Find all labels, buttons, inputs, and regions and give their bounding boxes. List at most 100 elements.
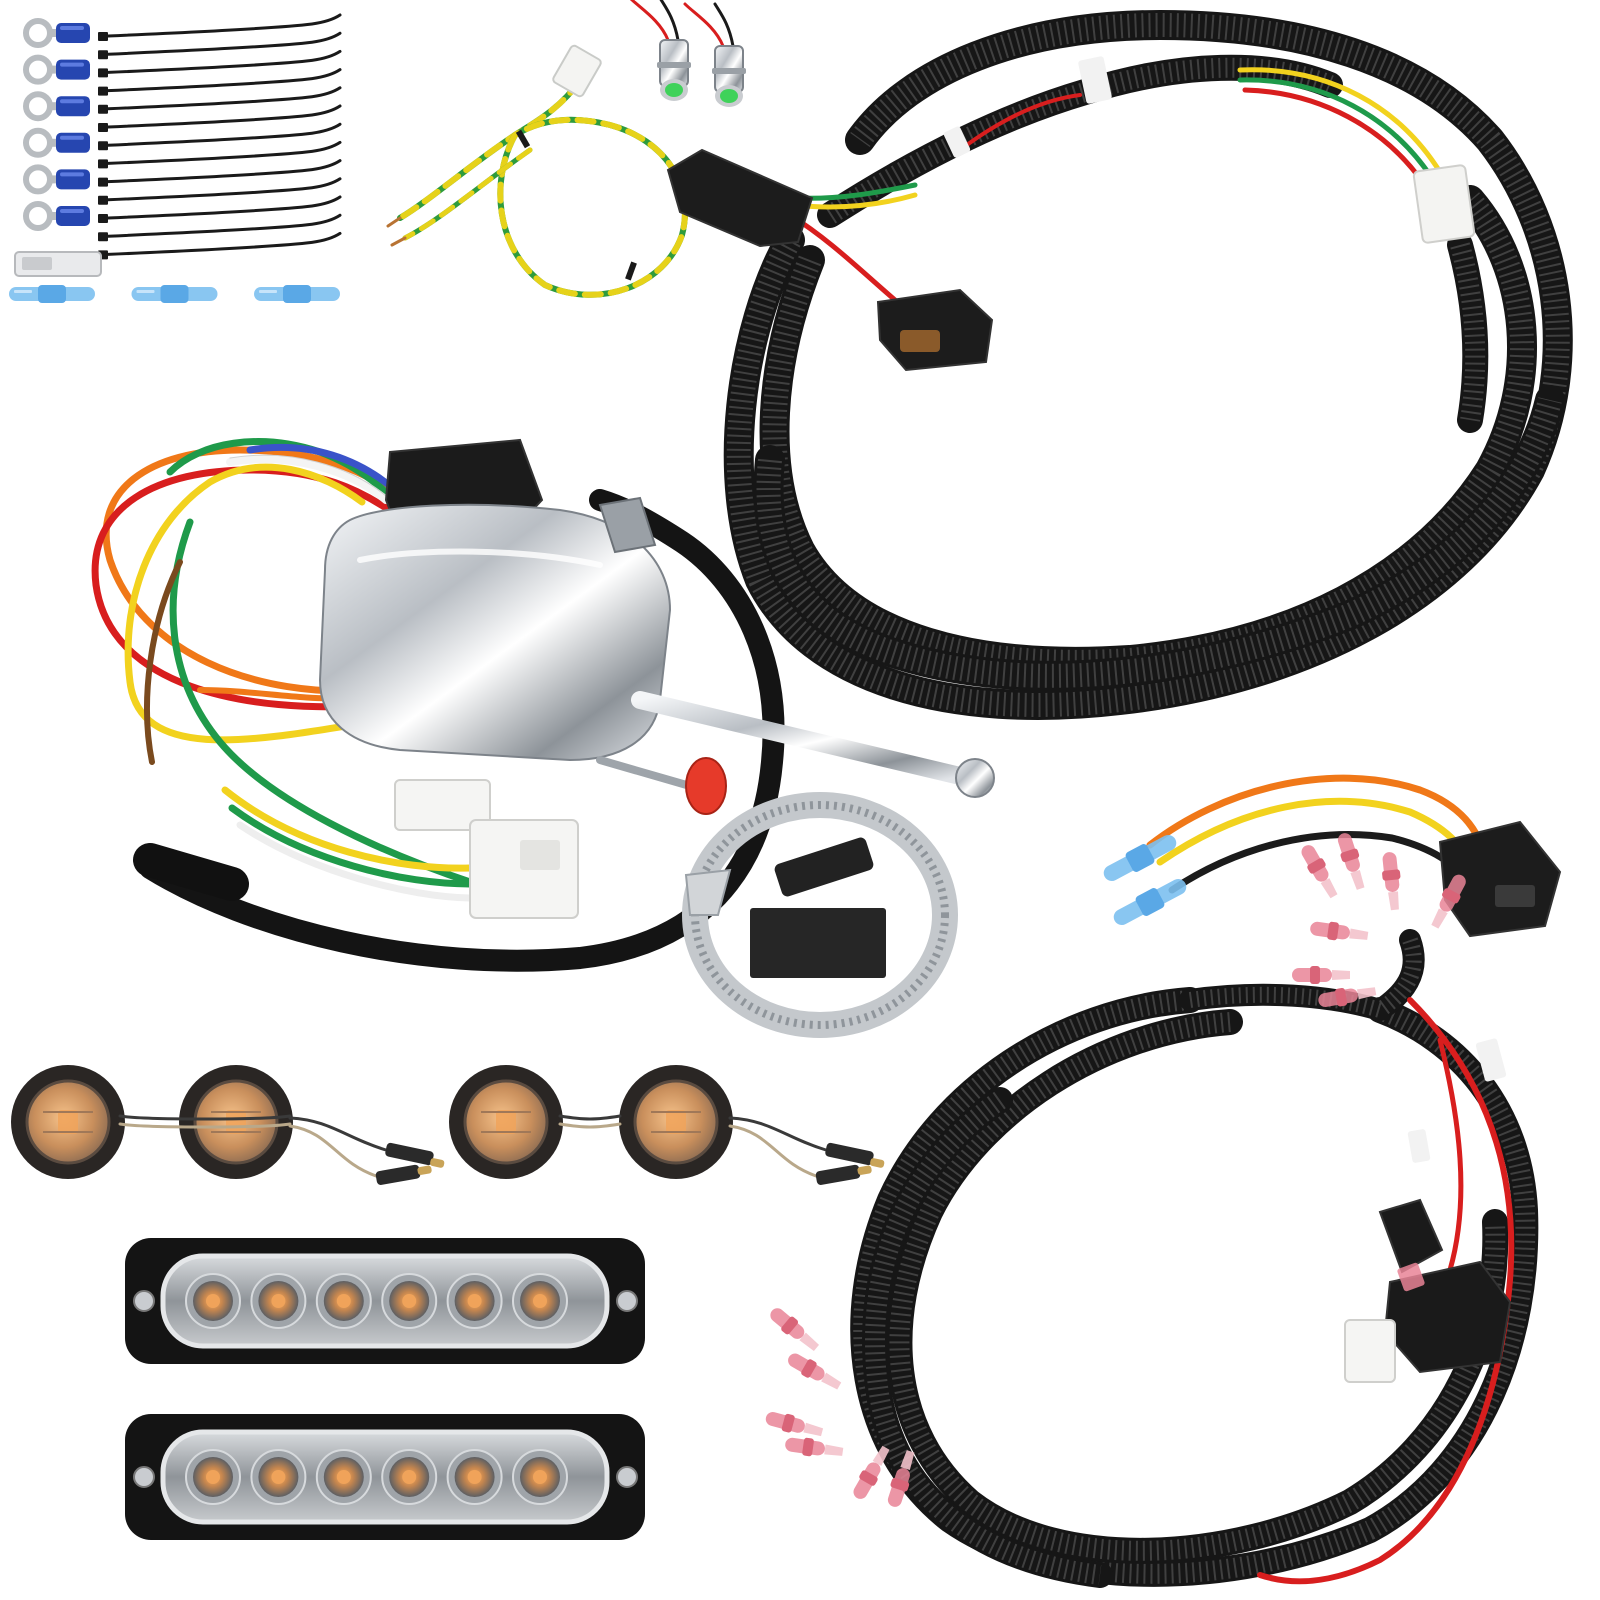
spade-terminal-collar bbox=[890, 1477, 910, 1492]
ring-terminal-set bbox=[23, 18, 90, 231]
butt-connector-highlight bbox=[259, 290, 277, 293]
spade-terminal-blade bbox=[824, 1444, 844, 1456]
zip-tie bbox=[98, 177, 342, 205]
pink-spade-terminal bbox=[1301, 845, 1338, 899]
bullet-connector-insulator bbox=[375, 1164, 421, 1185]
switch-wire-white bbox=[226, 455, 390, 504]
zip-tie bbox=[98, 195, 342, 223]
rear-harness-white-tape bbox=[1475, 1038, 1507, 1082]
spade-terminal-blade bbox=[803, 1422, 824, 1437]
loom-ribbing bbox=[865, 1091, 1102, 1585]
zip-tie-strap bbox=[106, 231, 342, 256]
zip-tie bbox=[98, 86, 342, 114]
switch-lever-ball-end bbox=[955, 758, 995, 798]
ground-wire-tie bbox=[515, 129, 531, 149]
led-chip bbox=[533, 1470, 547, 1484]
zip-tie-strap bbox=[106, 122, 342, 147]
pink-spade-terminal bbox=[1310, 921, 1369, 941]
spade-terminal-collar bbox=[802, 1437, 814, 1457]
spade-terminal-collar bbox=[781, 1413, 795, 1433]
pink-spade-terminal bbox=[770, 1308, 820, 1352]
bullet-connector-pin bbox=[870, 1158, 885, 1168]
led-bar-screw bbox=[133, 1466, 155, 1488]
marker-light-led bbox=[496, 1110, 516, 1134]
ring-terminal bbox=[23, 201, 90, 231]
butt-connector bbox=[9, 285, 95, 303]
pink-spade-terminal bbox=[788, 1353, 842, 1390]
ring-terminal-eyelet bbox=[23, 201, 53, 231]
led-chip bbox=[271, 1294, 286, 1308]
marker-light-reflector-lines bbox=[651, 1111, 701, 1133]
rear-harness-white-tape bbox=[1407, 1129, 1431, 1163]
front-wiring-harness bbox=[666, 10, 1573, 720]
rear-loom-outer-loop bbox=[850, 987, 1539, 1587]
led-bar-screw bbox=[616, 1290, 638, 1312]
spade-terminal-collar bbox=[1307, 858, 1326, 874]
spade-terminal-blade bbox=[1332, 970, 1350, 980]
indicator-green-lens bbox=[665, 83, 683, 97]
led-chip bbox=[271, 1470, 286, 1484]
ring-terminal-eyelet bbox=[23, 164, 53, 195]
zip-tie bbox=[98, 31, 342, 60]
ring-terminal-eyelet bbox=[23, 127, 53, 158]
pink-spade-terminal bbox=[1382, 852, 1401, 911]
led-strobe-bar bbox=[125, 1414, 645, 1540]
spade-terminal-collar bbox=[1327, 921, 1339, 941]
zip-tie-strap bbox=[106, 177, 342, 202]
switch-chrome-housing bbox=[318, 503, 672, 762]
ring-terminal-highlight bbox=[60, 135, 84, 140]
spade-terminal-collar bbox=[781, 1316, 799, 1335]
round-marker-light bbox=[11, 1065, 125, 1179]
butt-connector-sleeve bbox=[38, 285, 66, 303]
switch-wire-bundle-yellow bbox=[221, 786, 474, 872]
ring-terminal bbox=[23, 91, 90, 122]
zip-tie-head bbox=[98, 177, 108, 187]
loom-ribbing bbox=[1188, 937, 1422, 1019]
pigtail-connector bbox=[1103, 774, 1562, 938]
ground-wire-tie bbox=[625, 261, 637, 281]
spade-terminal-collar bbox=[1442, 888, 1461, 904]
ring-terminal-highlight bbox=[60, 99, 84, 104]
round-marker-light bbox=[179, 1065, 293, 1179]
pink-spade-terminal bbox=[1337, 833, 1365, 890]
rear-harness-wire-red bbox=[1257, 997, 1515, 1585]
round-marker-light-set bbox=[11, 1065, 885, 1185]
ring-terminal-neck bbox=[50, 212, 58, 220]
led-chip bbox=[533, 1294, 547, 1308]
pink-spade-terminal bbox=[853, 1445, 890, 1499]
ring-terminal-eyelet bbox=[23, 18, 53, 48]
butt-connector bbox=[131, 285, 218, 303]
switch-wire-bundle-green bbox=[228, 804, 474, 888]
zip-tie-strap bbox=[106, 104, 342, 129]
marker-light-lead-wire bbox=[728, 1116, 828, 1152]
harness-wire-red bbox=[1242, 87, 1427, 187]
switch-chrome-highlight bbox=[357, 548, 603, 568]
pigtail-butt-connector bbox=[1113, 878, 1187, 926]
pigtail-connector-pins bbox=[1495, 885, 1535, 907]
marker-light-lead-wire bbox=[728, 1124, 818, 1178]
marker-light-led bbox=[226, 1110, 246, 1134]
spade-terminal-collar bbox=[1310, 966, 1320, 984]
zip-tie-head bbox=[98, 86, 108, 96]
led-chip bbox=[402, 1294, 417, 1308]
ring-terminal-highlight bbox=[60, 209, 84, 213]
zip-tie-head bbox=[98, 195, 108, 205]
marker-light-reflector-lines bbox=[481, 1111, 531, 1133]
led-strobe-bar-set bbox=[125, 1238, 645, 1540]
ring-terminal bbox=[23, 18, 90, 48]
ground-wire-coil-stripe bbox=[497, 116, 689, 298]
ring-terminal-neck bbox=[50, 102, 58, 111]
led-chip bbox=[402, 1470, 417, 1484]
harness-wire-red bbox=[958, 93, 1082, 152]
ring-terminal-neck bbox=[50, 65, 58, 74]
butt-connector-sleeve bbox=[283, 285, 311, 303]
spade-terminal-collar bbox=[859, 1470, 878, 1486]
butt-connector-set bbox=[9, 285, 340, 303]
spade-terminal-blade bbox=[821, 1372, 842, 1390]
rear-harness-white-connector bbox=[1344, 1319, 1396, 1383]
ring-terminal-eyelet bbox=[23, 54, 53, 85]
marker-light-reflector-lines bbox=[43, 1111, 93, 1133]
bullet-connector-insulator bbox=[385, 1142, 434, 1166]
zip-tie bbox=[98, 104, 342, 132]
pigtail-wire-orange bbox=[1146, 774, 1489, 864]
